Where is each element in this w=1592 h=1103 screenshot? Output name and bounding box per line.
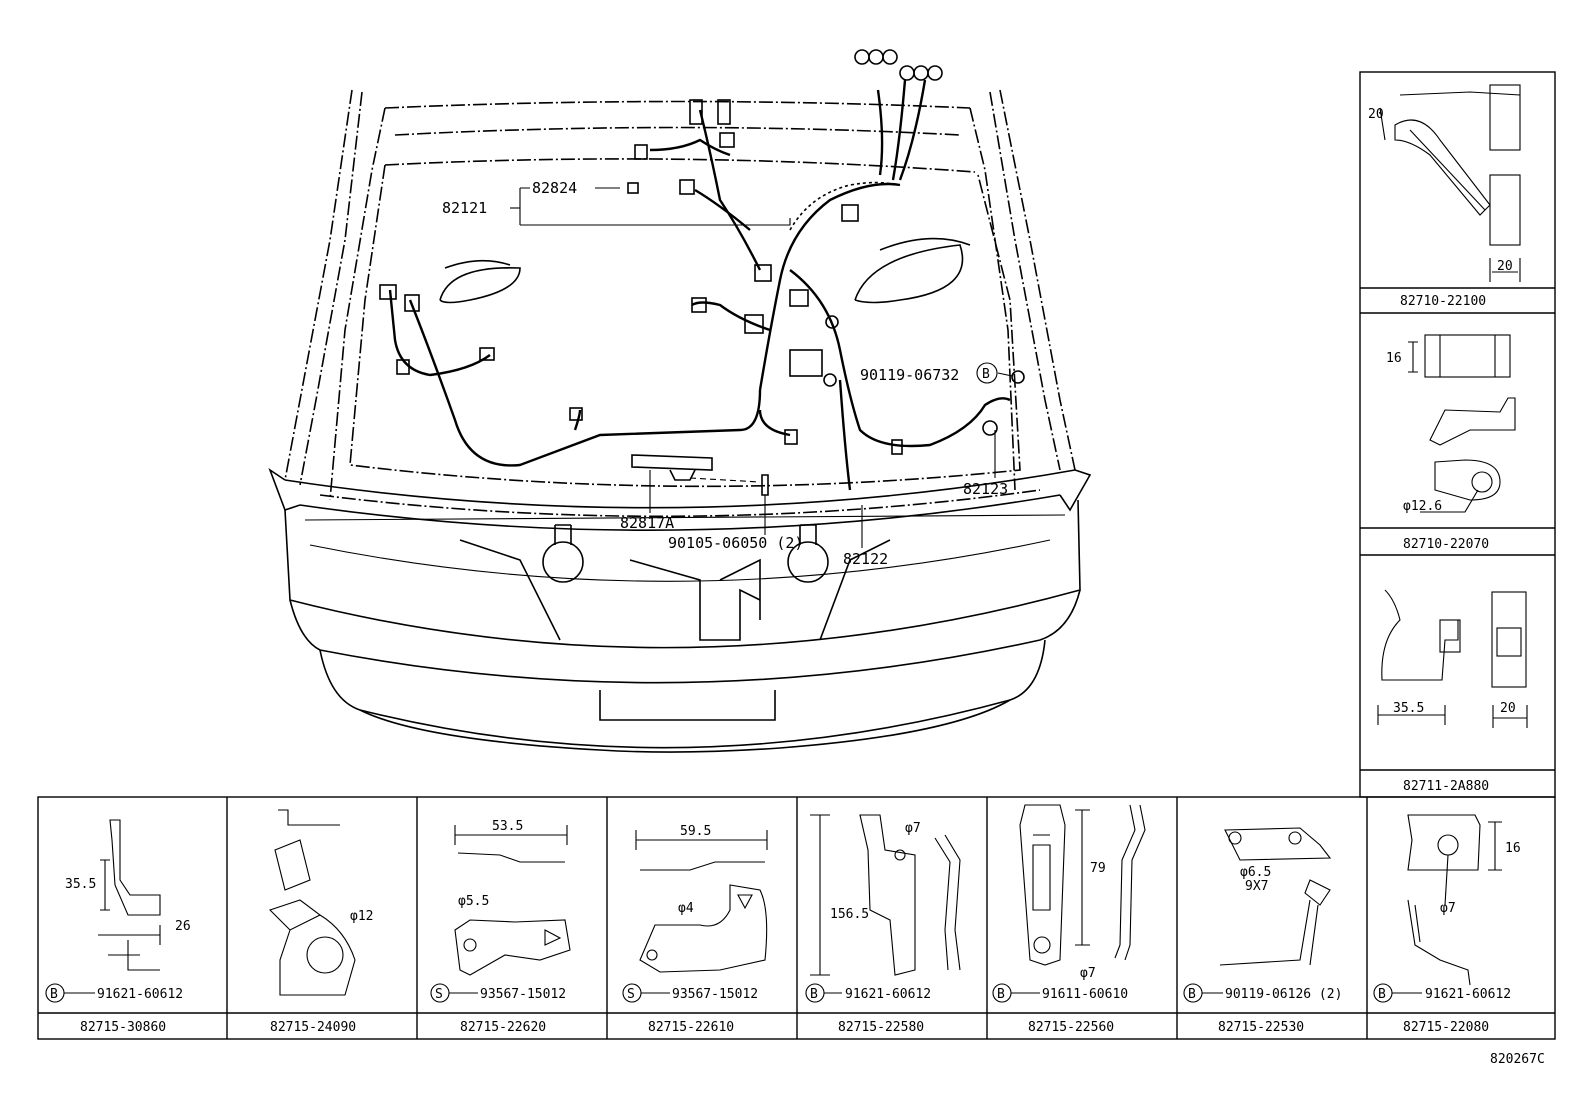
bolt-93567-15012-b3: 93567-15012: [480, 987, 566, 1002]
part-82710-22070: 82710-22070: [1403, 537, 1489, 552]
dim-b7-b: 9X7: [1245, 879, 1268, 894]
dim-b6-b: φ7: [1080, 966, 1096, 981]
symbol-b5: B: [810, 987, 818, 1002]
part-82715-22530: 82715-22530: [1218, 1020, 1304, 1035]
symbol-s4: S: [627, 987, 635, 1002]
symbol-s3: S: [435, 987, 443, 1002]
dim-b4-b: φ4: [678, 901, 694, 916]
clamp-82710-22100-drawing: [1379, 84, 1521, 282]
dim-panel3-b: 20: [1500, 701, 1516, 716]
symbol-b-label: B: [982, 367, 990, 382]
bolt-91611-60610-b6: 91611-60610: [1042, 987, 1128, 1002]
part-82715-22080: 82715-22080: [1403, 1020, 1489, 1035]
callout-82824: 82824: [532, 179, 577, 197]
part-82715-22610: 82715-22610: [648, 1020, 734, 1035]
dim-b1-a: 35.5: [65, 877, 96, 892]
dim-b6-a: 79: [1090, 861, 1106, 876]
part-82710-22100: 82710-22100: [1400, 294, 1486, 309]
symbol-b8: B: [1378, 987, 1386, 1002]
bolt-91621-60612-b1: 91621-60612: [97, 987, 183, 1002]
dim-b3-a: 53.5: [492, 819, 523, 834]
callout-82123: 82123: [963, 480, 1008, 498]
callout-82817a: 82817A: [620, 514, 674, 532]
callout-90119-06732: 90119-06732: [860, 366, 959, 384]
callout-82121: 82121: [442, 199, 487, 217]
part-82715-22620: 82715-22620: [460, 1020, 546, 1035]
part-82715-22560: 82715-22560: [1028, 1020, 1114, 1035]
callout-82122: 82122: [843, 550, 888, 568]
part-82715-24090: 82715-24090: [270, 1020, 356, 1035]
dim-b3-b: φ5.5: [458, 894, 489, 909]
dim-b8-a: 16: [1505, 841, 1521, 856]
dim-panel3-a: 35.5: [1393, 701, 1424, 716]
callout-90105-06050: 90105-06050 (2): [668, 534, 803, 552]
bolt-91621-60612-b5: 91621-60612: [845, 987, 931, 1002]
dim-b1-b: 26: [175, 919, 191, 934]
symbol-b7: B: [1188, 987, 1196, 1002]
engine-bay-drawing: [268, 49, 1092, 753]
bolt-91621-60612-b8: 91621-60612: [1425, 987, 1511, 1002]
figure-id: 820267C: [1490, 1052, 1545, 1067]
dim-panel2-a: 16: [1386, 351, 1402, 366]
symbol-b1: B: [50, 987, 58, 1002]
bottom-panels: 35.5 26 B 91621-60612 82715-30860 φ12 82…: [37, 796, 1556, 1040]
part-82715-22580: 82715-22580: [838, 1020, 924, 1035]
symbol-b6: B: [997, 987, 1005, 1002]
part-82715-30860: 82715-30860: [80, 1020, 166, 1035]
dim-b4-a: 59.5: [680, 824, 711, 839]
bolt-93567-15012-b4: 93567-15012: [672, 987, 758, 1002]
main-callouts: 82121 82824 90119-06732 B 82123 82817A 9…: [442, 179, 1013, 568]
dim-b8-b: φ7: [1440, 901, 1456, 916]
dim-b7-a: φ6.5: [1240, 865, 1271, 880]
clamp-82711-2a880-drawing: [1377, 589, 1528, 728]
clamp-82710-22070-drawing: [1408, 334, 1516, 513]
dim-panel1-a: 20: [1368, 107, 1384, 122]
bolt-90119-06126-b7: 90119-06126 (2): [1225, 987, 1342, 1002]
side-panels: 20 20 82710-22100 16 φ12.6 82710-22070 3…: [1359, 71, 1556, 798]
dim-b5-a: 156.5: [830, 907, 869, 922]
dim-panel2-b: φ12.6: [1403, 499, 1442, 514]
part-82711-2a880: 82711-2A880: [1403, 779, 1489, 794]
dim-panel1-b: 20: [1497, 259, 1513, 274]
dim-b2-a: φ12: [350, 909, 373, 924]
bolt-symbol-b: [976, 362, 998, 384]
dim-b5-b: φ7: [905, 821, 921, 836]
